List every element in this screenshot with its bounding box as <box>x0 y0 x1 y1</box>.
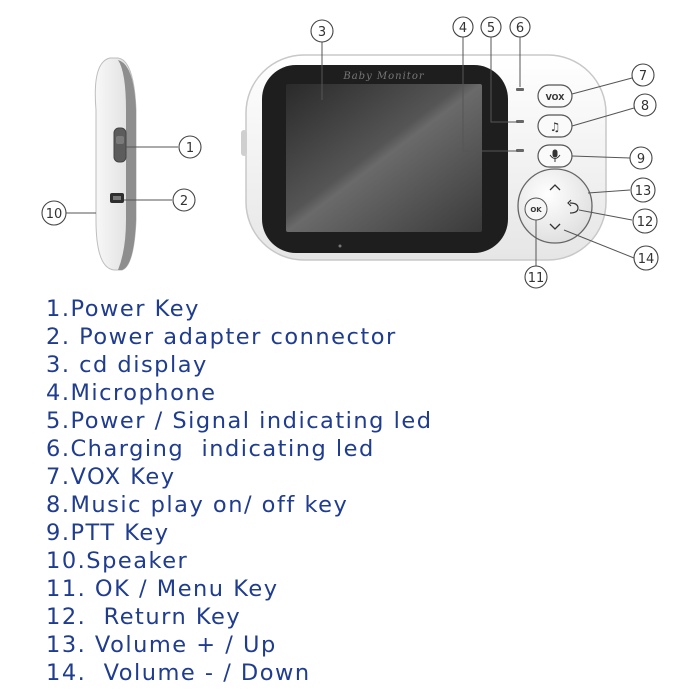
callout-7: 7 <box>631 63 655 87</box>
callout-8: 8 <box>633 93 657 117</box>
legend-item: 3. cd display <box>46 352 208 378</box>
svg-text:10: 10 <box>46 207 63 222</box>
svg-text:9: 9 <box>637 152 645 167</box>
legend-item: 10.Speaker <box>46 548 189 574</box>
device-front-view: Baby Monitor VOX ♫ <box>241 54 607 261</box>
callout-10: 10 <box>41 200 67 226</box>
leader-lines <box>66 37 635 288</box>
parts-legend: 1.Power Key 2. Power adapter connector 3… <box>46 295 433 687</box>
chevron-down-icon[interactable] <box>549 223 561 230</box>
callout-9: 9 <box>629 146 653 170</box>
legend-item: 12. Return Key <box>46 604 242 630</box>
legend-item: 1.Power Key <box>46 296 200 322</box>
legend-item: 4.Microphone <box>46 380 217 406</box>
ok-key[interactable]: OK <box>524 197 548 221</box>
music-key[interactable]: ♫ <box>537 114 573 138</box>
svg-text:5: 5 <box>487 21 495 36</box>
microphone-icon <box>549 149 561 162</box>
return-arrow-icon[interactable] <box>567 199 579 214</box>
navigation-pad: OK <box>517 168 593 244</box>
callout-1: 1 <box>178 135 202 159</box>
music-note-icon: ♫ <box>550 120 561 134</box>
svg-text:12: 12 <box>637 215 654 230</box>
svg-text:13: 13 <box>635 184 652 199</box>
svg-text:4: 4 <box>459 21 467 36</box>
callout-4: 4 <box>452 16 474 38</box>
callout-5: 5 <box>480 16 502 38</box>
power-slider-icon <box>113 127 127 163</box>
brand-text: Baby Monitor <box>342 71 424 82</box>
legend-item: 2. Power adapter connector <box>46 324 397 350</box>
legend-item: 11. OK / Menu Key <box>46 576 279 602</box>
callout-3: 3 <box>310 19 334 43</box>
legend-item: 7.VOX Key <box>46 464 176 490</box>
legend-item: 8.Music play on/ off key <box>46 492 349 518</box>
legend-item: 9.PTT Key <box>46 520 170 546</box>
callout-12: 12 <box>632 208 658 234</box>
svg-text:8: 8 <box>641 99 649 114</box>
vox-key[interactable]: VOX <box>537 84 573 108</box>
callout-2: 2 <box>172 188 196 212</box>
legend-item: 5.Power / Signal indicating led <box>46 408 433 434</box>
svg-text:2: 2 <box>180 194 188 209</box>
callout-6: 6 <box>509 16 531 38</box>
ptt-key[interactable] <box>537 144 573 168</box>
legend-item: 14. Volume - / Down <box>46 660 311 686</box>
svg-text:VOX: VOX <box>546 93 566 102</box>
svg-text:14: 14 <box>638 252 655 267</box>
device-diagram: Baby Monitor VOX ♫ <box>41 16 659 289</box>
legend-item: 13. Volume + / Up <box>46 632 277 658</box>
svg-text:6: 6 <box>516 21 524 36</box>
callout-11: 11 <box>524 265 548 289</box>
device-side-view <box>94 57 137 271</box>
svg-text:OK: OK <box>530 206 542 214</box>
legend-item: 6.Charging indicating led <box>46 436 375 462</box>
lcd-display <box>286 84 482 232</box>
callout-13: 13 <box>630 177 656 203</box>
chevron-up-icon[interactable] <box>549 184 561 191</box>
svg-text:3: 3 <box>318 25 326 40</box>
svg-text:11: 11 <box>528 271 545 286</box>
svg-text:1: 1 <box>186 141 194 156</box>
charging-led <box>516 88 524 91</box>
callout-14: 14 <box>633 245 659 271</box>
svg-text:7: 7 <box>639 69 647 84</box>
